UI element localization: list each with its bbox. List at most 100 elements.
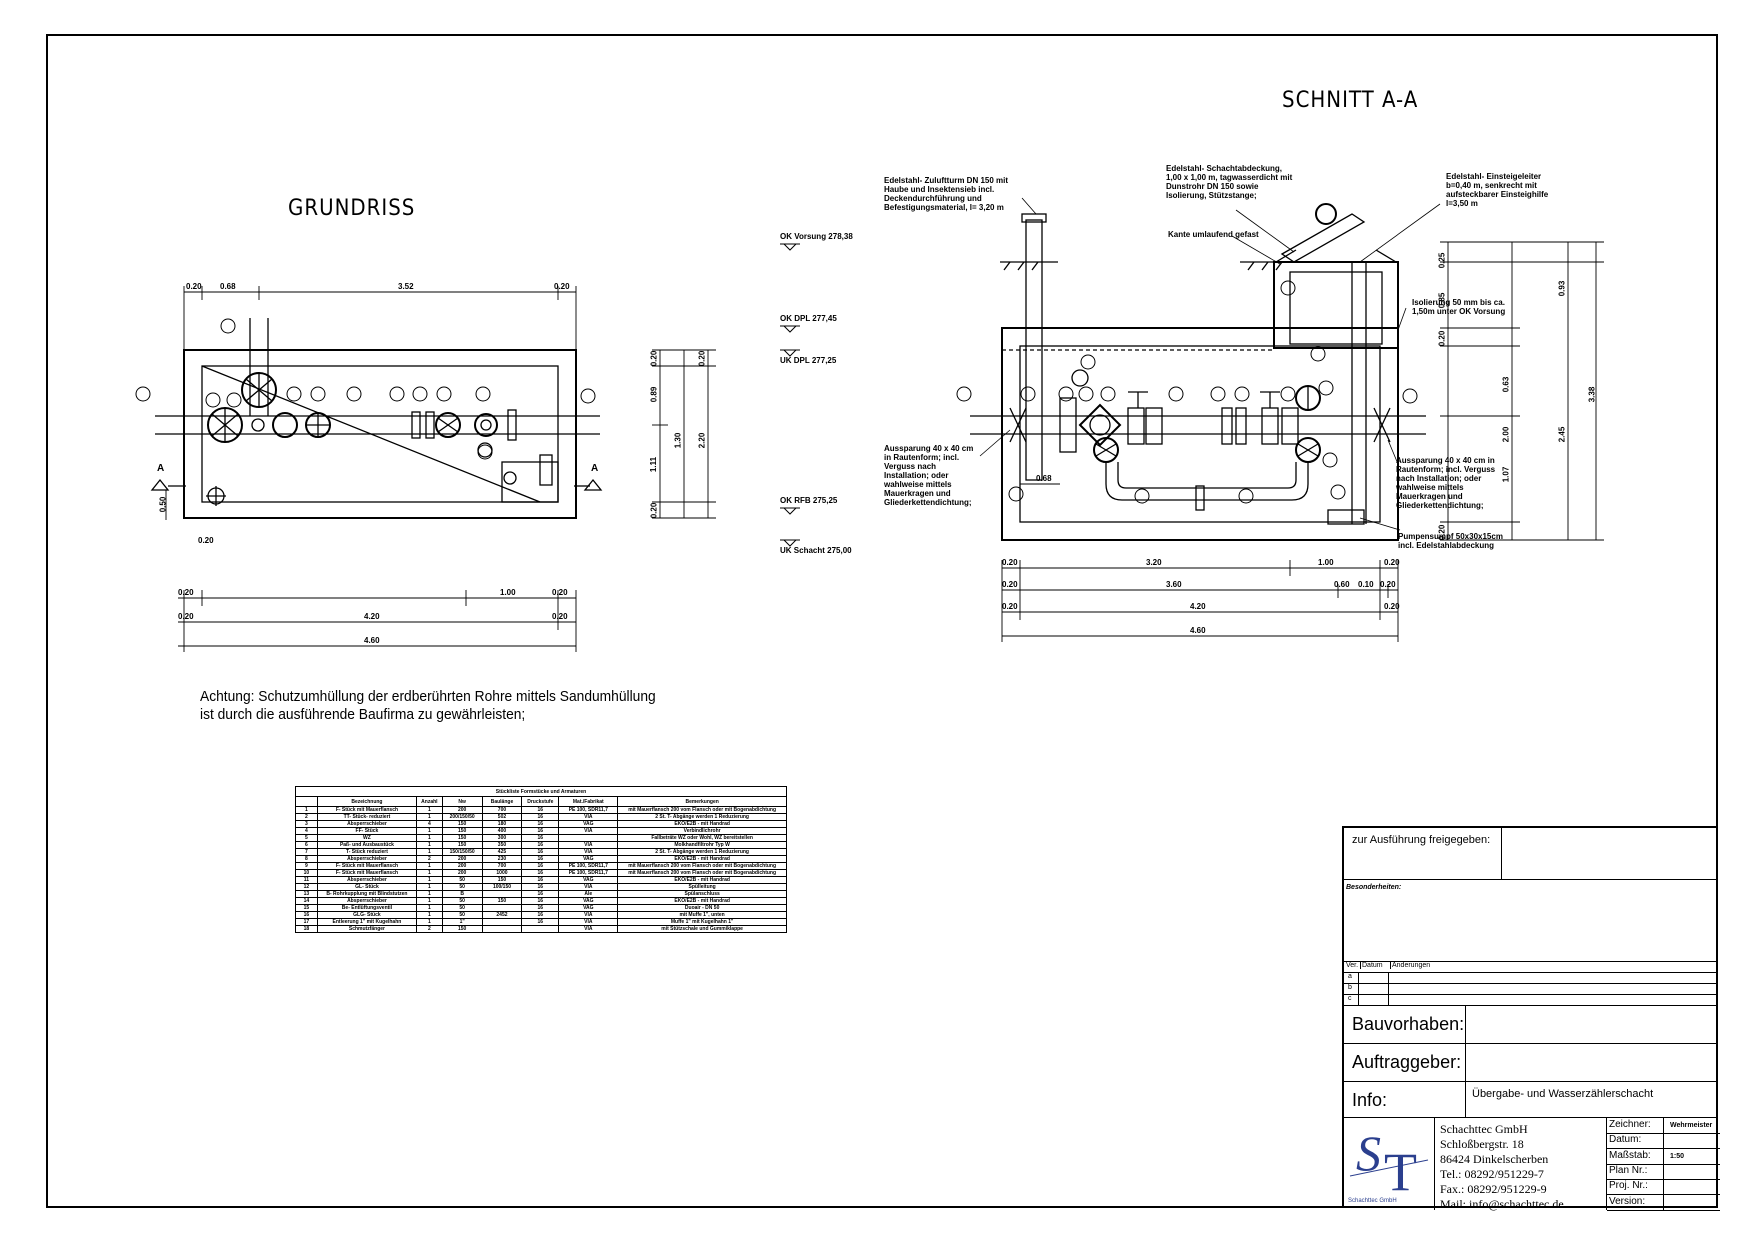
parts-header-cell: Druckstufe bbox=[521, 796, 560, 807]
sec-dim-right-9: 2.45 bbox=[1557, 426, 1567, 443]
plan-dim-b2-3: 0.20 bbox=[552, 612, 568, 621]
warning-note: Achtung: Schutzumhüllung der erdberührte… bbox=[200, 688, 656, 724]
sec-dim-inner: 0.68 bbox=[1036, 474, 1052, 483]
table-cell: Molkhandfiltrohr Typ W bbox=[617, 841, 787, 849]
table-cell: 4 bbox=[295, 827, 318, 835]
table-cell: 150 bbox=[441, 834, 483, 842]
plan-dim-bottom-small: 0.20 bbox=[198, 536, 214, 545]
table-cell: 1 bbox=[416, 876, 443, 884]
plan-dim-top-2: 0.68 bbox=[220, 282, 236, 291]
table-cell: 1000 bbox=[481, 869, 523, 877]
table-cell: T- Stück reduziert bbox=[316, 848, 418, 856]
table-cell: WZ bbox=[316, 834, 418, 842]
field-row: Plan Nr.: bbox=[1607, 1163, 1720, 1180]
table-cell: VIA bbox=[558, 841, 619, 849]
company-name: Schachttec GmbH bbox=[1440, 1122, 1528, 1136]
field-label: Plan Nr.: bbox=[1609, 1164, 1648, 1176]
table-cell: TT- Stück- reduziert bbox=[316, 813, 418, 821]
sec-dim-right-6: 1.07 bbox=[1501, 466, 1511, 483]
note-isolierung: Isolierung 50 mm bis ca. 1,50m unter OK … bbox=[1412, 298, 1506, 316]
table-cell bbox=[521, 925, 560, 933]
note-schachtabdeckung: Edelstahl- Schachtabdeckung, 1,00 x 1,00… bbox=[1166, 164, 1293, 200]
field-row: Datum: bbox=[1607, 1133, 1720, 1150]
table-cell: GLG- Stück bbox=[316, 911, 418, 919]
company-city: 86424 Dinkelscherben bbox=[1440, 1152, 1549, 1166]
table-cell: FF- Stück bbox=[316, 827, 418, 835]
field-row: Version: bbox=[1607, 1194, 1720, 1211]
approval-label: zur Ausführung freigegeben: bbox=[1352, 834, 1491, 846]
table-cell: 150 bbox=[441, 820, 483, 828]
table-cell: 16 bbox=[521, 827, 560, 835]
parts-table-title: Stückliste Formstücke und Armaturen bbox=[295, 786, 787, 797]
field-row: Proj. Nr.: bbox=[1607, 1179, 1720, 1196]
sec-dim-r1-3: 1.00 bbox=[1318, 558, 1334, 567]
table-cell: VAG bbox=[558, 855, 619, 863]
field-label: Version: bbox=[1609, 1195, 1646, 1207]
section-mark-right: A bbox=[591, 463, 599, 474]
table-cell: 15 bbox=[295, 904, 318, 912]
table-cell: 2 bbox=[295, 813, 318, 821]
parts-header-cell: Bezeichnung bbox=[316, 796, 418, 807]
sec-dim-right-5: 2.00 bbox=[1501, 426, 1511, 443]
table-cell bbox=[481, 890, 523, 898]
table-cell: 1 bbox=[416, 911, 443, 919]
table-cell: VAG bbox=[558, 876, 619, 884]
level-uk-dpl: UK DPL 277,25 bbox=[780, 356, 837, 365]
table-cell: Duoair - DN 50 bbox=[617, 904, 787, 912]
st-logo-icon: S T bbox=[1349, 1125, 1429, 1202]
table-cell: 150 bbox=[441, 827, 483, 835]
plan-dim-b2-2: 4.20 bbox=[364, 612, 380, 621]
table-cell: F- Stück mit Mauerflansch bbox=[316, 806, 418, 814]
plan-dim-b2-1: 0.20 bbox=[178, 612, 194, 621]
table-cell: 200 bbox=[441, 806, 483, 814]
sec-dim-r2-3: 0.60 bbox=[1334, 580, 1350, 589]
table-cell: F- Stück mit Mauerflansch bbox=[316, 862, 418, 870]
table-cell: mit Muffe 1", unten bbox=[617, 911, 787, 919]
changes-ver: Ver. bbox=[1346, 962, 1359, 969]
plan-dim-right-5: 1.30 bbox=[673, 432, 683, 449]
sec-dim-right-10: 3.38 bbox=[1587, 386, 1597, 403]
table-cell: VIA bbox=[558, 918, 619, 926]
table-cell: 1 bbox=[295, 806, 318, 814]
table-cell: Paß- und Ausbaustück bbox=[316, 841, 418, 849]
table-cell: 150 bbox=[441, 841, 483, 849]
table-cell: 300 bbox=[481, 834, 523, 842]
sec-dim-r1-1: 0.20 bbox=[1002, 558, 1018, 567]
project-row: Bauvorhaben: bbox=[1344, 1006, 1717, 1044]
plan-dim-left-small: 0.50 bbox=[158, 496, 168, 513]
remarks-row: Besonderheiten: bbox=[1344, 880, 1717, 962]
table-cell: 16 bbox=[521, 834, 560, 842]
table-cell: Absperrschieber bbox=[316, 897, 418, 905]
table-cell: 1 bbox=[416, 827, 443, 835]
table-cell: Fallbeträte WZ oder Wohl, WZ bereitstell… bbox=[617, 834, 787, 842]
plan-view bbox=[135, 286, 716, 652]
grundriss-title: GRUNDRISS bbox=[288, 196, 416, 221]
table-cell: 18 bbox=[295, 925, 318, 933]
drawing-frame bbox=[46, 34, 1718, 1208]
table-cell bbox=[481, 904, 523, 912]
parts-header-cell: Bemerkungen bbox=[617, 796, 787, 807]
table-cell: mit Mauerflansch 200 vom Flansch oder mi… bbox=[617, 806, 787, 814]
table-cell: 16 bbox=[521, 911, 560, 919]
table-cell: 13 bbox=[295, 890, 318, 898]
project-label: Bauvorhaben: bbox=[1352, 1014, 1465, 1034]
changes-desc: Änderungen bbox=[1390, 962, 1431, 969]
sec-dim-right-4: 0.63 bbox=[1501, 376, 1511, 393]
table-cell: 12 bbox=[295, 883, 318, 891]
table-cell: 4 bbox=[416, 820, 443, 828]
company-fax: Fax.: 08292/951229-9 bbox=[1440, 1182, 1547, 1196]
table-cell: Entleerung 1" mit Kugelhahn bbox=[316, 918, 418, 926]
parts-table: Stückliste Formstücke und Armaturen Beze… bbox=[295, 786, 787, 933]
note-aussparung-left: Aussparung 40 x 40 cm in Rautenform; inc… bbox=[884, 444, 974, 507]
table-cell: 3 bbox=[295, 820, 318, 828]
table-cell: 350 bbox=[481, 841, 523, 849]
table-cell: 50 bbox=[441, 876, 483, 884]
sec-dim-right-2: 0.85 bbox=[1437, 292, 1447, 309]
change-row-c: c bbox=[1348, 995, 1352, 1002]
